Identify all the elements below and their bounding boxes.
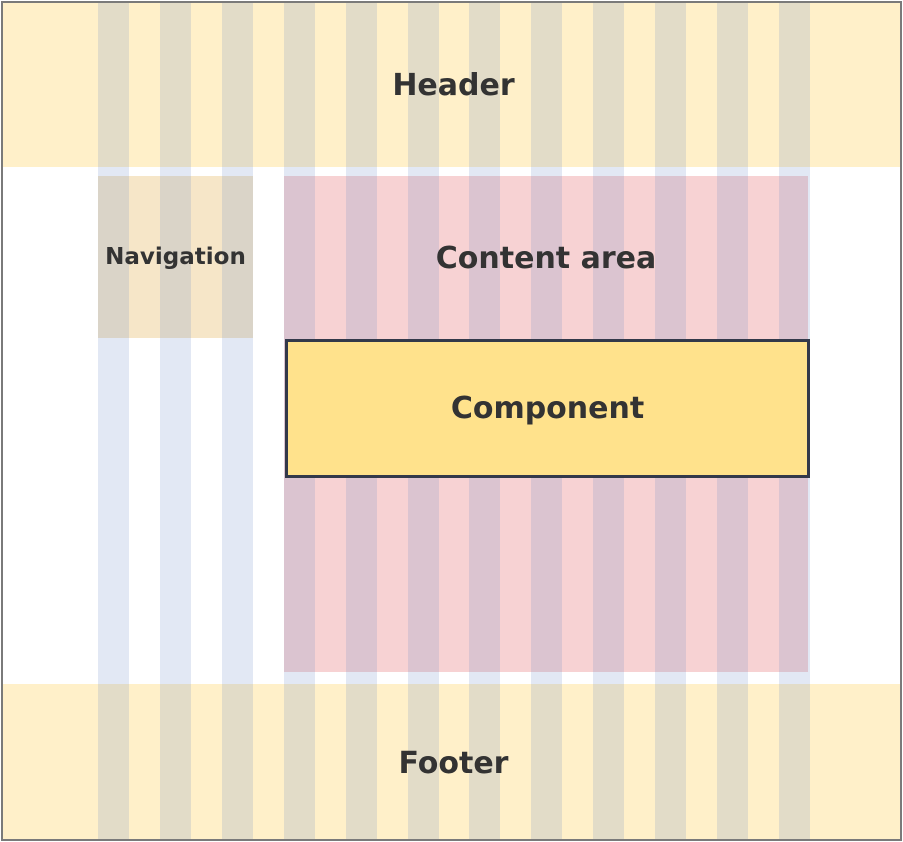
header-region	[3, 3, 900, 167]
navigation-region	[98, 176, 253, 338]
footer-region	[3, 684, 900, 839]
component-box: Component	[285, 339, 810, 478]
component-label: Component	[450, 391, 645, 426]
